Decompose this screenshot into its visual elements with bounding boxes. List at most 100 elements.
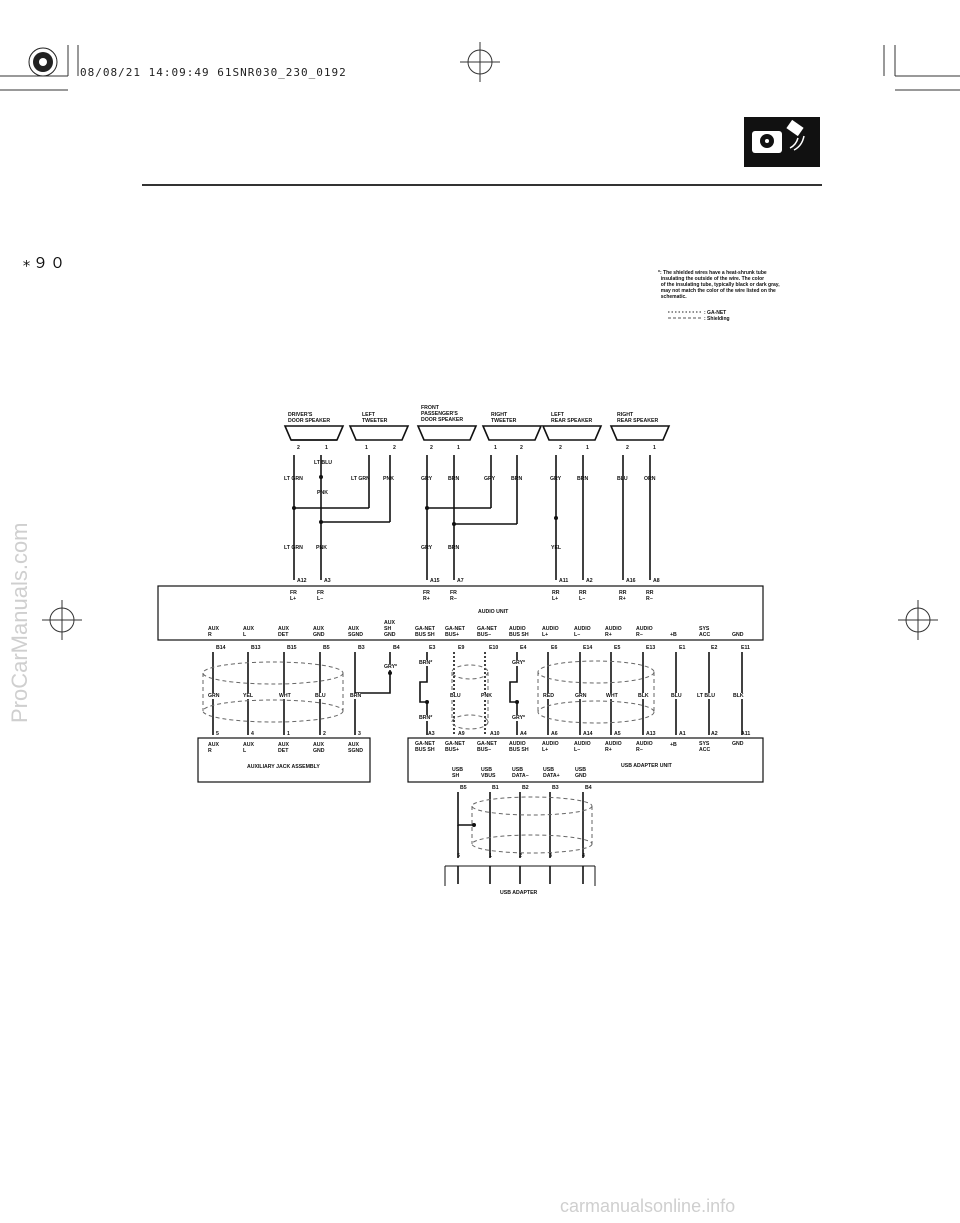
wire-color: BLU xyxy=(617,476,628,482)
pin: E5 xyxy=(614,645,621,651)
wire-color: BLU xyxy=(450,693,461,699)
wire-color: GRN xyxy=(575,693,587,699)
terminal-label: RR L− xyxy=(579,590,587,602)
terminal-label: GA-NET BUS− xyxy=(477,626,497,638)
wire-color: BLU xyxy=(671,693,682,699)
pin: E4 xyxy=(520,645,527,651)
pin: E9 xyxy=(458,645,465,651)
pin: A4 xyxy=(520,731,527,737)
terminal-label: RR L+ xyxy=(552,590,560,602)
audio-unit-title: AUDIO UNIT xyxy=(478,609,509,615)
wire-color: LT BLU xyxy=(697,693,716,699)
terminal-label: AUX DET xyxy=(278,626,289,638)
pin: A13 xyxy=(646,731,656,737)
pin: 1 xyxy=(489,853,492,859)
pin: E6 xyxy=(551,645,558,651)
terminal-label: AUDIO L+ xyxy=(542,741,559,753)
pin: A14 xyxy=(583,731,593,737)
terminal-label: AUX SGND xyxy=(348,742,363,754)
pin: 5 xyxy=(216,731,219,737)
speaker-left-tweeter-label: LEFT TWEETER xyxy=(362,412,388,424)
pin: A1 xyxy=(679,731,686,737)
wire-color: RED xyxy=(543,693,554,699)
wire-color: BLU xyxy=(315,693,326,699)
pin: 1 xyxy=(365,445,368,451)
pin: A2 xyxy=(586,578,593,584)
terminal-label: AUX DET xyxy=(278,742,289,754)
terminal-label: GND xyxy=(732,632,744,638)
terminal-label: GA-NET BUS− xyxy=(477,741,497,753)
wire-color: GRY xyxy=(484,476,496,482)
terminal-label: AUDIO R− xyxy=(636,626,653,638)
pin: 1 xyxy=(457,445,460,451)
note-text: The shielded wires have a heat-shrunk tu… xyxy=(660,270,780,300)
pin: B4 xyxy=(585,785,592,791)
speaker-passenger-label: FRONT PASSENGER'S DOOR SPEAKER xyxy=(421,405,464,423)
terminal-label: USB GND xyxy=(575,767,587,779)
terminal-label: GA-NET BUS SH xyxy=(415,626,435,638)
terminal-label: AUX R xyxy=(208,742,219,754)
pin: A10 xyxy=(490,731,500,737)
terminal-label: USB VBUS xyxy=(481,767,496,779)
terminal-label: +B xyxy=(670,632,677,638)
wire-color: PNK xyxy=(317,490,328,496)
wire-color: LT GRN xyxy=(284,476,303,482)
terminal-label: AUX SGND xyxy=(348,626,363,638)
speaker-right-tweeter-label: RIGHT TWEETER xyxy=(491,412,517,424)
registration-target-icon xyxy=(28,47,58,77)
shield-note: *: The shielded wires have a heat-shrunk… xyxy=(658,270,798,300)
aux-jack-title: AUXILIARY JACK ASSEMBLY xyxy=(247,764,320,770)
pin: A8 xyxy=(653,578,660,584)
wire-color: WHT xyxy=(279,693,291,699)
terminal-label: RR R− xyxy=(646,590,654,602)
wire-color: BRN* xyxy=(419,660,433,666)
pin: 5 xyxy=(457,853,460,859)
pin: 2 xyxy=(430,445,433,451)
speaker-right-rear-label: RIGHT REAR SPEAKER xyxy=(617,412,659,424)
pin: A7 xyxy=(457,578,464,584)
wire-color: BRN* xyxy=(419,715,433,721)
wire-color: BLK xyxy=(638,693,649,699)
page-number: ∗９０ xyxy=(22,254,68,272)
terminal-label: FR L− xyxy=(317,590,324,602)
usb-unit-title: USB ADAPTER UNIT xyxy=(621,763,672,769)
terminal-label: SYS ACC xyxy=(699,626,711,638)
legend-ganet: : GA-NET xyxy=(704,310,727,316)
pin: 2 xyxy=(520,445,523,451)
terminal-label: AUDIO BUS SH xyxy=(509,741,529,753)
pin: 1 xyxy=(586,445,589,451)
wire-color: YEL xyxy=(551,545,562,551)
wire-color: BLK xyxy=(733,693,744,699)
wire-color: BRN xyxy=(511,476,523,482)
terminal-label: GA-NET BUS+ xyxy=(445,626,465,638)
wire-color: GRY* xyxy=(512,715,526,721)
pin: A11 xyxy=(559,578,569,584)
wire-color: PNK xyxy=(481,693,492,699)
wire-color: LT GRN xyxy=(284,545,303,551)
pin: B13 xyxy=(251,645,261,651)
pin: E2 xyxy=(711,645,718,651)
pin: 4 xyxy=(582,853,585,859)
wire-color: BRN xyxy=(448,476,460,482)
wire-color: GRY* xyxy=(384,664,398,670)
terminal-label: FR L+ xyxy=(290,590,297,602)
terminal-label: AUDIO R+ xyxy=(605,741,622,753)
usb-adapter-title: USB ADAPTER xyxy=(500,890,538,896)
terminal-label: GND xyxy=(732,741,744,747)
pin: A16 xyxy=(626,578,636,584)
pin: 4 xyxy=(251,731,254,737)
terminal-label: USB DATA+ xyxy=(543,767,560,779)
pin: A11 xyxy=(741,731,751,737)
terminal-label: AUDIO L+ xyxy=(542,626,559,638)
pin: B5 xyxy=(323,645,330,651)
speaker-left-rear-label: LEFT REAR SPEAKER xyxy=(551,412,593,424)
pin: A12 xyxy=(297,578,307,584)
pin: A2 xyxy=(711,731,718,737)
pin: 2 xyxy=(323,731,326,737)
terminal-label: AUX L xyxy=(243,742,254,754)
pin: 1 xyxy=(653,445,656,451)
speaker-symbols xyxy=(283,425,671,441)
pin: B4 xyxy=(393,645,400,651)
pin: E10 xyxy=(489,645,499,651)
